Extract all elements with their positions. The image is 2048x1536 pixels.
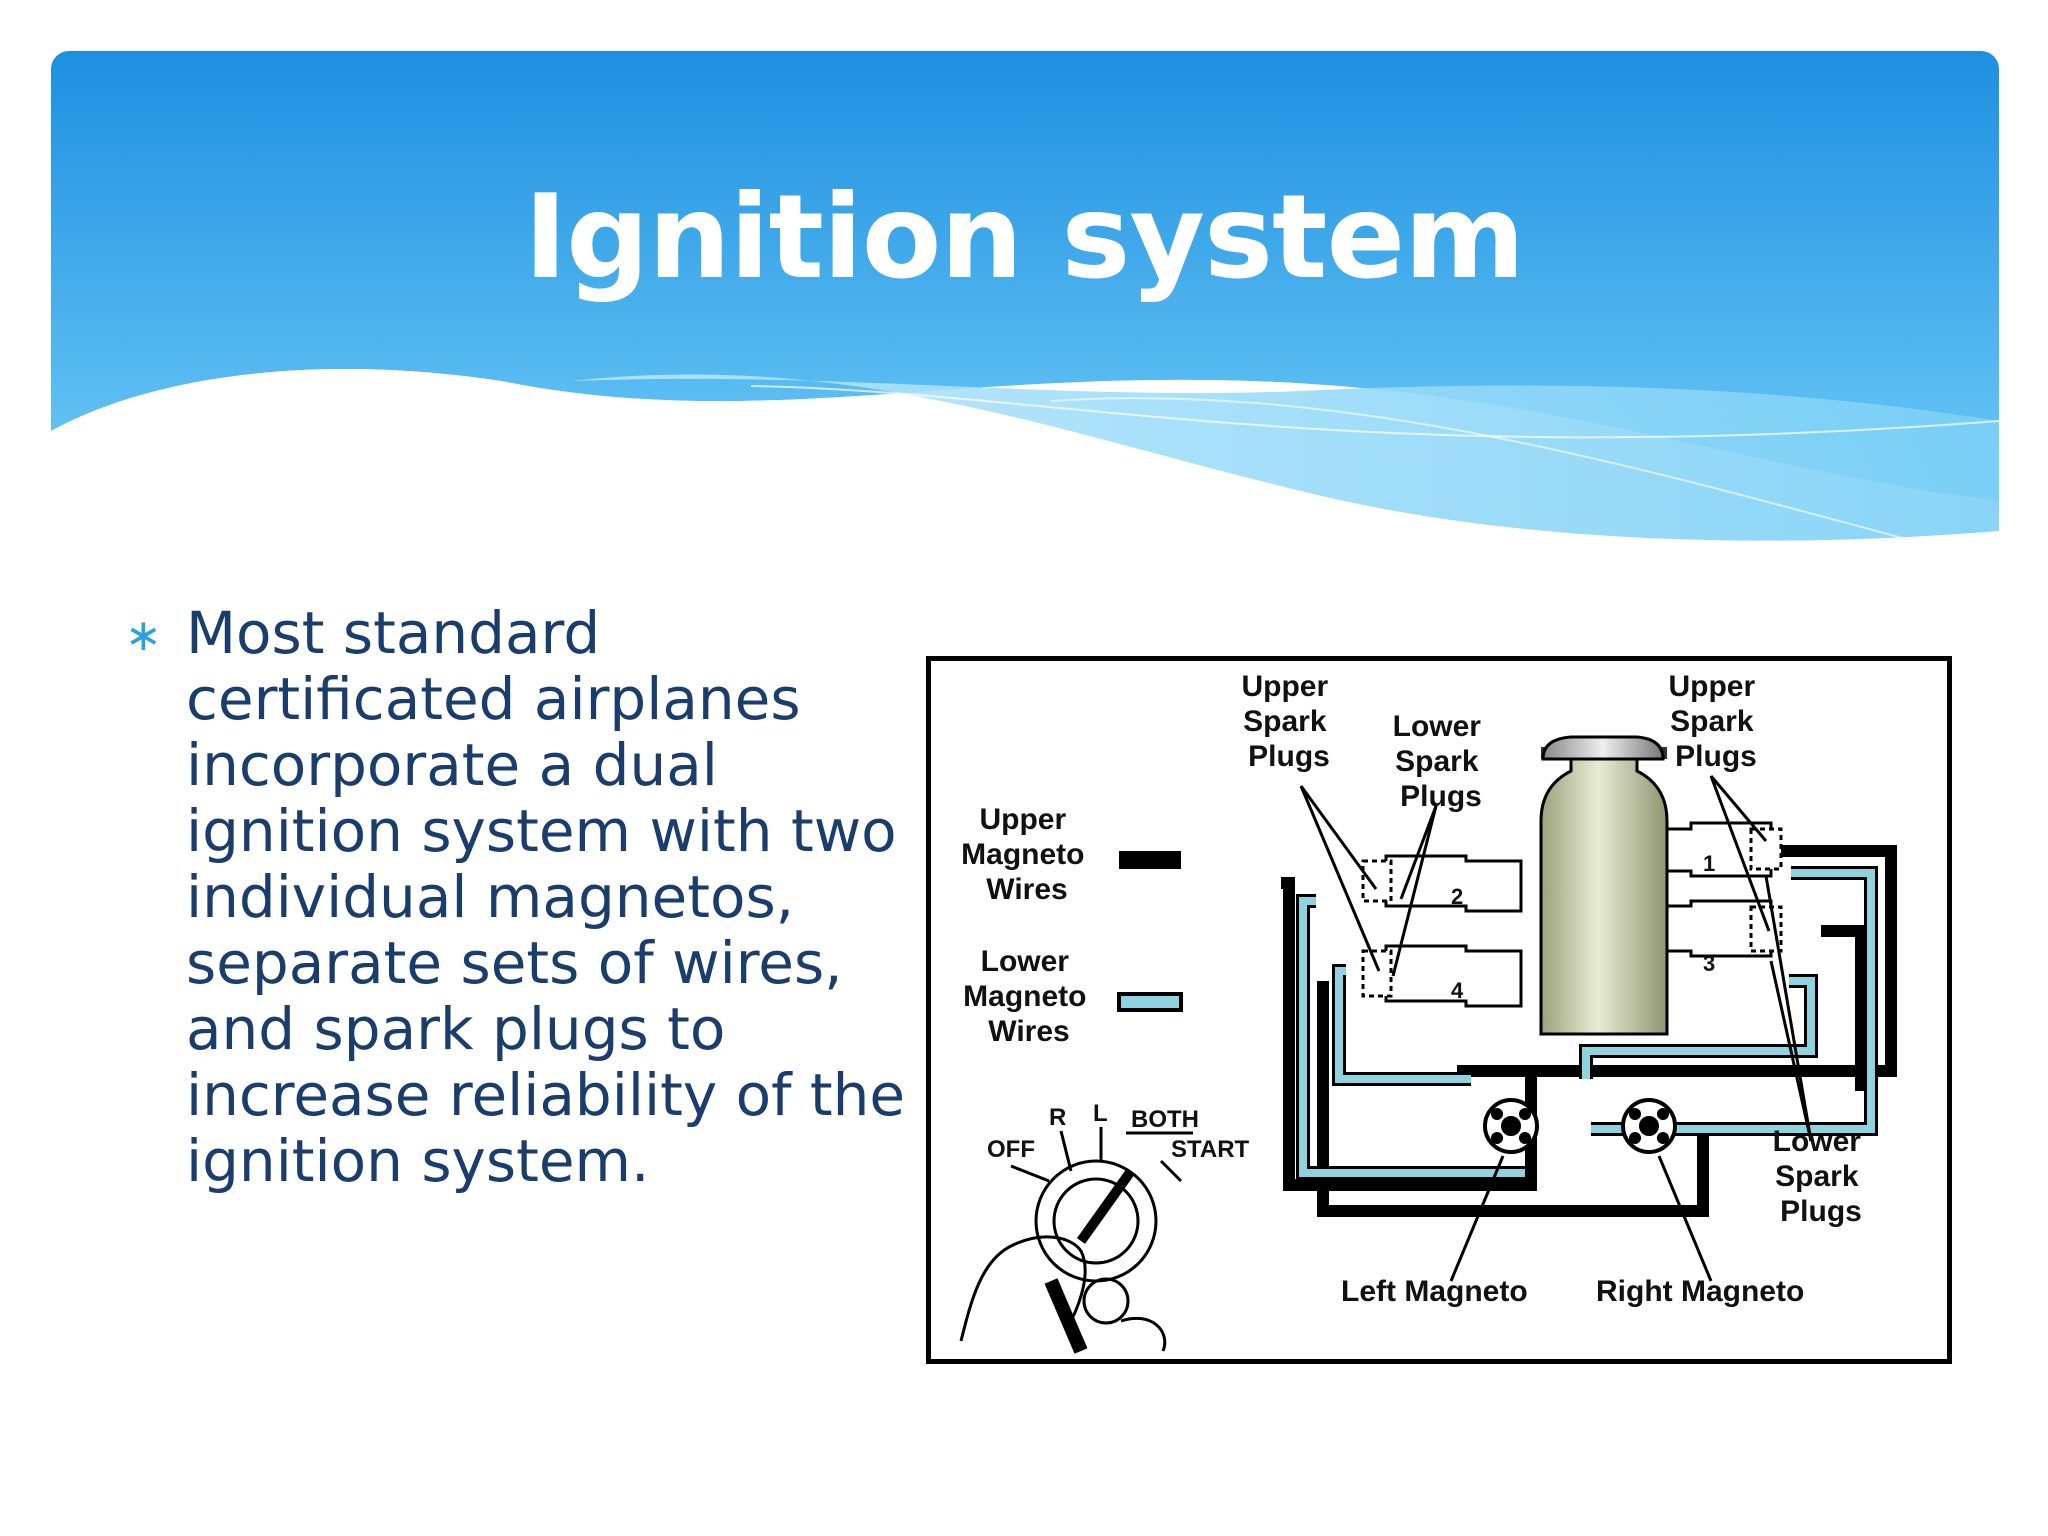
upper-magneto-wires-label: Upper Magneto Wires bbox=[961, 803, 1093, 906]
right-magneto-icon bbox=[1621, 1098, 1677, 1154]
upper-spark-plugs-left-label: Upper Spark Plugs bbox=[1241, 670, 1336, 773]
switch-start-label: START bbox=[1171, 1136, 1250, 1163]
switch-both-label: BOTH bbox=[1131, 1106, 1199, 1133]
switch-l-label: L bbox=[1093, 1100, 1108, 1127]
lower-magneto-wires bbox=[1296, 866, 1878, 1180]
left-magneto-icon bbox=[1483, 1098, 1539, 1154]
upper-wire-swatch bbox=[1119, 851, 1181, 869]
header-wave-graphic bbox=[51, 51, 1999, 571]
pointer-arrows bbox=[1299, 775, 1813, 1282]
left-magneto-label: Left Magneto bbox=[1341, 1275, 1528, 1308]
cylinder-2-label: 2 bbox=[1451, 884, 1463, 909]
lower-wire-swatch bbox=[1117, 992, 1183, 1012]
switch-off-label: OFF bbox=[987, 1136, 1035, 1163]
upper-magneto-wires bbox=[1281, 845, 1897, 1217]
bullet-icon: ∗ bbox=[125, 610, 162, 661]
cylinder-3-label: 3 bbox=[1703, 951, 1715, 976]
lower-spark-plugs-top-label: Lower Spark Plugs bbox=[1393, 710, 1490, 813]
header-banner bbox=[51, 51, 1999, 571]
engine-crankcase bbox=[1539, 735, 1669, 1036]
upper-spark-plugs-right-label: Upper Spark Plugs bbox=[1668, 670, 1763, 773]
lower-spark-plugs-right-label: Lower Spark Plugs bbox=[1773, 1125, 1870, 1228]
left-cylinders bbox=[1361, 854, 1523, 1008]
cylinder-4-label: 4 bbox=[1451, 978, 1464, 1003]
slide-title: Ignition system bbox=[523, 170, 1525, 305]
bullet-text: Most standard certificated airplanes inc… bbox=[186, 599, 906, 1195]
ignition-diagram: Upper Spark Plugs Lower Spark Plugs Uppe… bbox=[926, 656, 1952, 1364]
right-magneto-label: Right Magneto bbox=[1596, 1275, 1804, 1308]
ignition-switch-icon bbox=[959, 1127, 1193, 1354]
lower-magneto-wires-label: Lower Magneto Wires bbox=[963, 945, 1095, 1048]
switch-r-label: R bbox=[1049, 1104, 1066, 1131]
cylinder-1-label: 1 bbox=[1703, 851, 1715, 876]
